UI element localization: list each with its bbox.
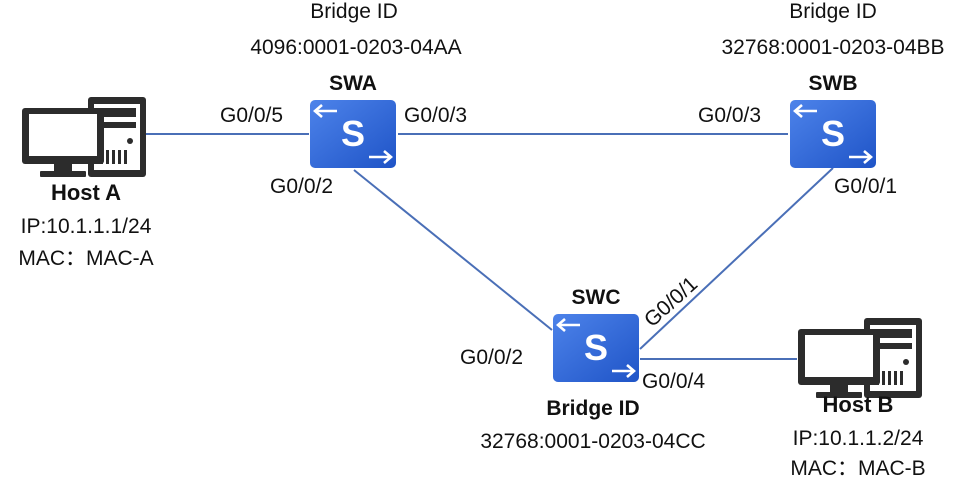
port-label-swb-g001: G0/0/1 <box>834 175 897 198</box>
swa-name: SWA <box>329 72 377 95</box>
switch-icon-swb[interactable] <box>788 99 878 169</box>
port-label-swc-g004: G0/0/4 <box>642 370 705 393</box>
swc-name: SWC <box>572 286 621 309</box>
links <box>146 133 834 360</box>
port-label-swa-g003: G0/0/3 <box>404 104 467 127</box>
computer-icon-host-b[interactable] <box>798 318 922 398</box>
host-b-ip: IP:10.1.1.2/24 <box>793 427 924 450</box>
swc-bridge-id: 32768:0001-0203-04CC <box>480 430 705 453</box>
swb-bridge-id: 32768:0001-0203-04BB <box>721 36 944 59</box>
swb-bridge-label: Bridge ID <box>789 0 877 23</box>
port-label-swa-g002: G0/0/2 <box>270 175 333 198</box>
port-label-swb-g003: G0/0/3 <box>698 104 761 127</box>
host-a-mac: MAC：MAC-A <box>18 247 153 270</box>
host-a-ip: IP:10.1.1.1/24 <box>21 215 152 238</box>
swc-bridge-label: Bridge ID <box>546 397 639 420</box>
link-swa-swc <box>353 169 553 331</box>
computer-icon-host-a[interactable] <box>22 97 146 177</box>
swa-bridge-id: 4096:0001-0203-04AA <box>250 36 461 59</box>
host-b-name: Host B <box>823 392 894 417</box>
switch-icon-swa[interactable] <box>308 99 398 169</box>
host-a-name: Host A <box>51 180 121 205</box>
port-label-swc-g002: G0/0/2 <box>460 346 523 369</box>
swa-bridge-label: Bridge ID <box>310 0 398 23</box>
link-swb-swc <box>639 167 834 350</box>
host-b-mac: MAC：MAC-B <box>790 457 925 479</box>
port-label-swa-g005: G0/0/5 <box>220 104 283 127</box>
swb-name: SWB <box>809 72 858 95</box>
switch-icon-swc[interactable] <box>551 313 641 383</box>
port-label-swc-g001: G0/0/1 <box>640 272 702 331</box>
